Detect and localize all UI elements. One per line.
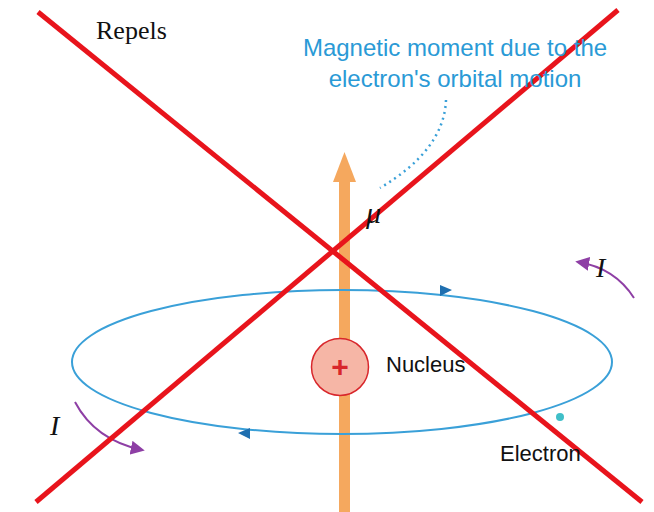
orbit-arrowhead bbox=[238, 428, 250, 439]
nucleus-circle: + bbox=[310, 337, 370, 397]
callout-text: Magnetic moment due to the electron's or… bbox=[260, 32, 650, 94]
electron-label: Electron bbox=[500, 441, 581, 467]
electron-dot bbox=[556, 413, 564, 421]
moment-arrow-head bbox=[333, 152, 356, 182]
current-label: I bbox=[596, 252, 605, 284]
leader-line bbox=[380, 100, 446, 188]
nucleus-sign: + bbox=[331, 352, 349, 382]
vector-symbol: μ⃗ bbox=[366, 196, 404, 230]
current-label: I bbox=[50, 410, 59, 442]
orbit-arrowhead bbox=[440, 285, 452, 296]
repels-label: Repels bbox=[96, 16, 167, 46]
current-arrow bbox=[578, 262, 634, 298]
nucleus-label: Nucleus bbox=[386, 352, 465, 378]
